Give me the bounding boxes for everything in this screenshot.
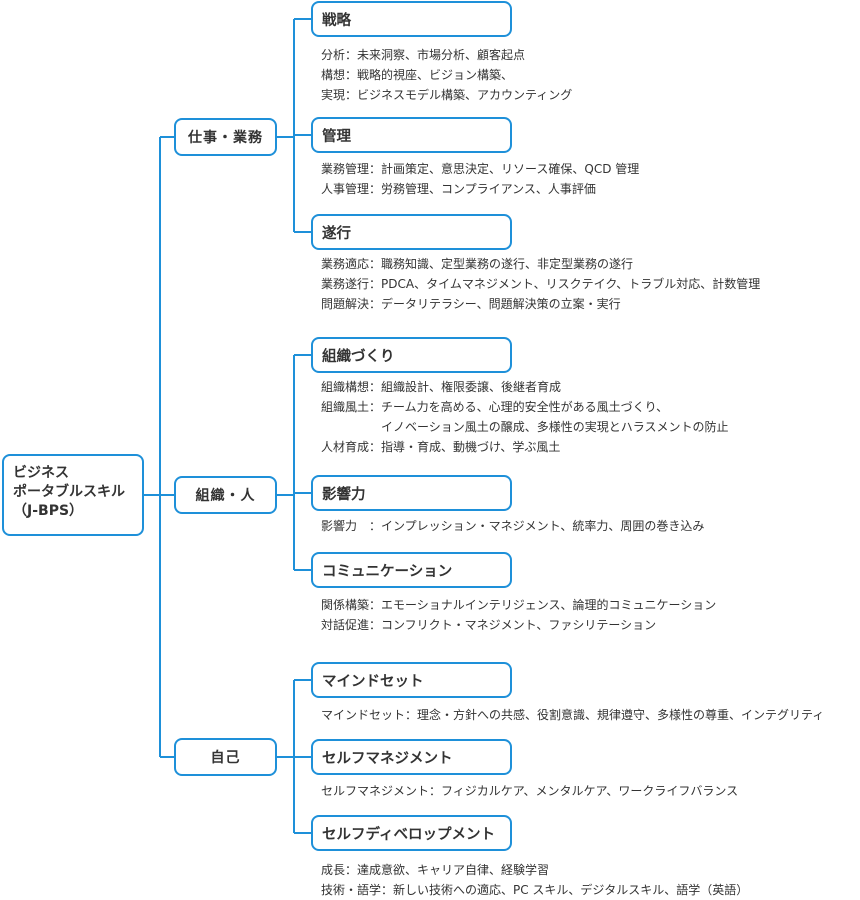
category-node: 組織・人 — [174, 476, 277, 514]
detail-line: 対話促進：コンフリクト・マネジメント、ファシリテーション — [321, 618, 657, 632]
root-node: ビジネス ポータブルスキル （J-BPS） — [2, 454, 144, 536]
detail-line: 影響力 ：インプレッション・マネジメント、統率力、周囲の巻き込み — [321, 519, 705, 533]
detail-line: 実現：ビジネスモデル構築、アカウンティング — [321, 88, 573, 102]
skill-node: 組織づくり — [311, 337, 512, 373]
detail-line: 技術・語学：新しい技術への適応、PC スキル、デジタルスキル、語学（英語） — [321, 883, 749, 897]
detail-line: 業務適応：職務知識、定型業務の遂行、非定型業務の遂行 — [321, 257, 634, 271]
detail-line: 成長：達成意欲、キャリア自律、経験学習 — [321, 863, 550, 877]
skill-details: 組織構想：組織設計、権限委譲、後継者育成 組織風土：チーム力を高める、心理的安全… — [321, 377, 729, 457]
skill-node: セルフディベロップメント — [311, 815, 512, 851]
skill-details: セルフマネジメント：フィジカルケア、メンタルケア、ワークライフバランス — [321, 781, 738, 801]
detail-line: セルフマネジメント：フィジカルケア、メンタルケア、ワークライフバランス — [321, 784, 739, 798]
skill-node: セルフマネジメント — [311, 739, 512, 775]
detail-line: 業務管理：計画策定、意思決定、リソース確保、QCD 管理 — [321, 162, 640, 176]
skill-node: 管理 — [311, 117, 512, 153]
detail-line: 構想：戦略的視座、ビジョン構築、 — [321, 68, 514, 82]
skill-details: 影響力 ：インプレッション・マネジメント、統率力、周囲の巻き込み — [321, 516, 704, 536]
detail-line: 分析：未来洞察、市場分析、顧客起点 — [321, 48, 526, 62]
skill-node: コミュニケーション — [311, 552, 512, 588]
skill-details: 業務適応：職務知識、定型業務の遂行、非定型業務の遂行 業務遂行：PDCA、タイム… — [321, 254, 760, 314]
skill-node: 遂行 — [311, 214, 512, 250]
root-line: （J-BPS） — [13, 503, 84, 519]
skill-node: 戦略 — [311, 1, 512, 37]
category-node: 仕事・業務 — [174, 118, 277, 156]
skill-details: 業務管理：計画策定、意思決定、リソース確保、QCD 管理 人事管理：労務管理、コ… — [321, 159, 639, 199]
skill-details: 成長：達成意欲、キャリア自律、経験学習 技術・語学：新しい技術への適応、PC ス… — [321, 860, 748, 900]
detail-line: 人事管理：労務管理、コンプライアンス、人事評価 — [321, 182, 596, 196]
detail-line: イノベーション風土の醸成、多様性の実現とハラスメントの防止 — [321, 420, 729, 434]
root-line: ビジネス — [13, 465, 69, 481]
detail-line: 人材育成：指導・育成、動機づけ、学ぶ風土 — [321, 440, 561, 454]
skill-node: 影響力 — [311, 475, 512, 511]
skill-details: 分析：未来洞察、市場分析、顧客起点 構想：戦略的視座、ビジョン構築、 実現：ビジ… — [321, 45, 572, 105]
skill-node: マインドセット — [311, 662, 512, 698]
root-line: ポータブルスキル — [13, 484, 125, 500]
skill-details: 関係構築：エモーショナルインテリジェンス、論理的コミュニケーション 対話促進：コ… — [321, 595, 716, 635]
detail-line: 問題解決：データリテラシー、問題解決策の立案・実行 — [321, 297, 621, 311]
detail-line: 組織構想：組織設計、権限委譲、後継者育成 — [321, 380, 562, 394]
detail-line: 関係構築：エモーショナルインテリジェンス、論理的コミュニケーション — [321, 598, 717, 612]
detail-line: マインドセット：理念・方針への共感、役割意識、規律遵守、多様性の尊重、インテグリ… — [321, 708, 825, 722]
detail-line: 組織風土：チーム力を高める、心理的安全性がある風土づくり、 — [321, 400, 669, 414]
category-node: 自己 — [174, 738, 277, 776]
skill-details: マインドセット：理念・方針への共感、役割意識、規律遵守、多様性の尊重、インテグリ… — [321, 705, 824, 725]
detail-line: 業務遂行：PDCA、タイムマネジメント、リスクテイク、トラブル対応、計数管理 — [321, 277, 761, 291]
